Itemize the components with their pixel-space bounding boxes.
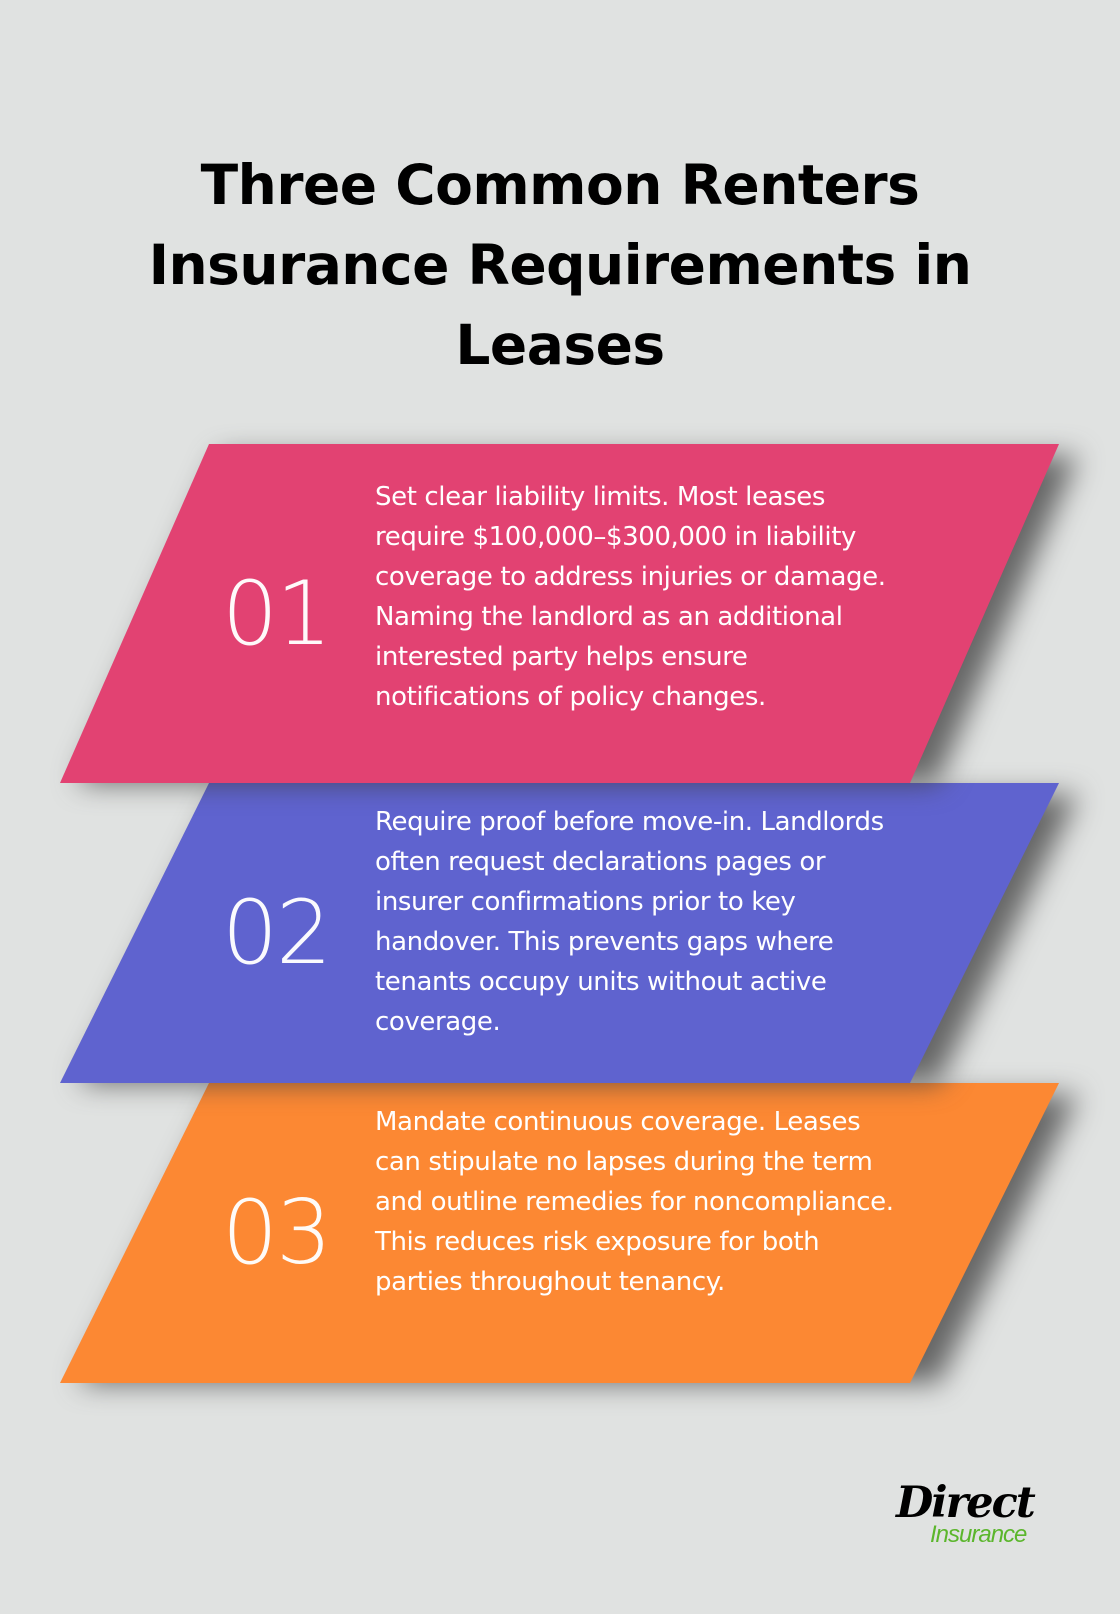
step-number: 02 [222,881,332,984]
step-number: 03 [222,1181,332,1284]
title-line-2: Insurance Requirements in [148,232,972,297]
title-line-3: Leases [455,312,665,377]
direct-insurance-logo: Direct Insurance [896,1478,1066,1548]
logo-secondary-text: Insurance [930,1521,1027,1548]
title-line-1: Three Common Renters [200,152,920,217]
step-description: Require proof before move-in. Landlords … [375,807,884,1037]
requirement-card-1: 01 Set clear liability limits. Most leas… [0,444,1120,783]
requirement-card-3: 03 Mandate continuous coverage. Leases c… [0,1083,1120,1383]
logo-primary-text: Direct [896,1478,1036,1528]
step-description: Set clear liability limits. Most leases … [375,482,886,712]
step-description: Mandate continuous coverage. Leases can … [375,1107,894,1297]
card-background [60,783,1059,1083]
requirement-card-2: 02 Require proof before move-in. Landlor… [0,783,1120,1083]
card-background [60,1083,1059,1383]
step-number: 01 [222,562,332,665]
page-title: Three Common Renters Insurance Requireme… [0,145,1120,385]
card-background [60,444,1059,783]
